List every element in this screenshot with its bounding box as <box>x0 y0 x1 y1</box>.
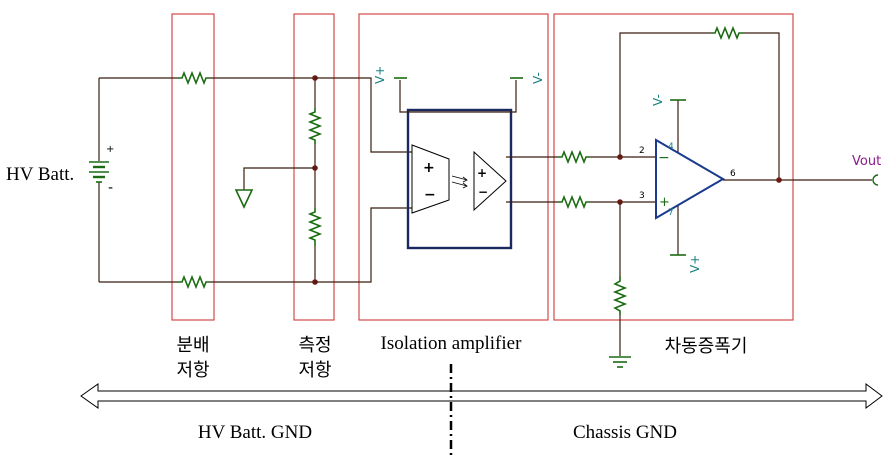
output-terminal-icon <box>872 174 879 186</box>
iso-output-stage <box>473 150 507 212</box>
pin-6: 6 <box>730 169 736 179</box>
hv-gnd-symbol <box>234 189 254 209</box>
domain-double-arrow <box>80 383 883 409</box>
measure-resistor-block <box>293 13 335 321</box>
iso-input-minus: − <box>424 187 436 203</box>
op-amp-symbol <box>655 138 725 220</box>
iso-input-plus: + <box>423 160 435 176</box>
op-amp-minus: − <box>658 150 670 166</box>
feedback-resistor <box>710 27 744 39</box>
pin-3: 3 <box>639 191 645 201</box>
divider-resistor-top <box>177 72 211 84</box>
differential-amplifier-block <box>553 13 794 321</box>
output-label: Vout <box>852 154 881 169</box>
battery-label: HV Batt. <box>6 164 74 185</box>
hv-battery <box>89 78 109 282</box>
measure-caption-line1: 측정 <box>298 335 331 356</box>
iso-output-minus: − <box>478 185 488 199</box>
op-amp-plus: + <box>659 195 670 210</box>
divider-caption-line2: 저항 <box>176 360 209 381</box>
input-resistor-bottom <box>557 196 591 208</box>
isolation-amplifier-block <box>358 13 549 321</box>
region-left-label: HV Batt. GND <box>198 422 312 443</box>
pin-4: 4 <box>668 142 674 152</box>
divider-caption-line1: 분배 <box>176 335 209 356</box>
divider-resistor-bottom <box>177 276 211 288</box>
measure-resistor-bottom <box>307 208 323 246</box>
input-resistor-top <box>557 151 591 163</box>
opamp-vplus-label: V+ <box>688 255 702 273</box>
pin-2: 2 <box>639 146 645 156</box>
measure-resistor-top <box>307 108 323 144</box>
divider-resistor-block <box>171 13 215 321</box>
iso-vplus-label: V+ <box>373 66 387 84</box>
ground-resistor <box>612 276 628 315</box>
measure-caption-line2: 저항 <box>298 360 331 381</box>
region-right-label: Chassis GND <box>573 422 677 443</box>
iso-vminus-label: V- <box>531 72 545 84</box>
chassis-gnd-symbol <box>609 356 631 368</box>
iso-input-stage <box>411 144 450 214</box>
diff-amp-caption: 차동증폭기 <box>665 336 748 357</box>
isolation-caption: Isolation amplifier <box>381 333 523 354</box>
pin-7: 7 <box>668 208 674 218</box>
battery-minus-sign: - <box>108 180 113 196</box>
opamp-vminus-label: V- <box>651 94 665 106</box>
battery-plus-sign: + <box>106 144 114 155</box>
iso-output-plus: + <box>477 166 487 180</box>
iso-amp-outline <box>406 108 513 250</box>
optocoupler-arrows-icon <box>451 175 468 189</box>
